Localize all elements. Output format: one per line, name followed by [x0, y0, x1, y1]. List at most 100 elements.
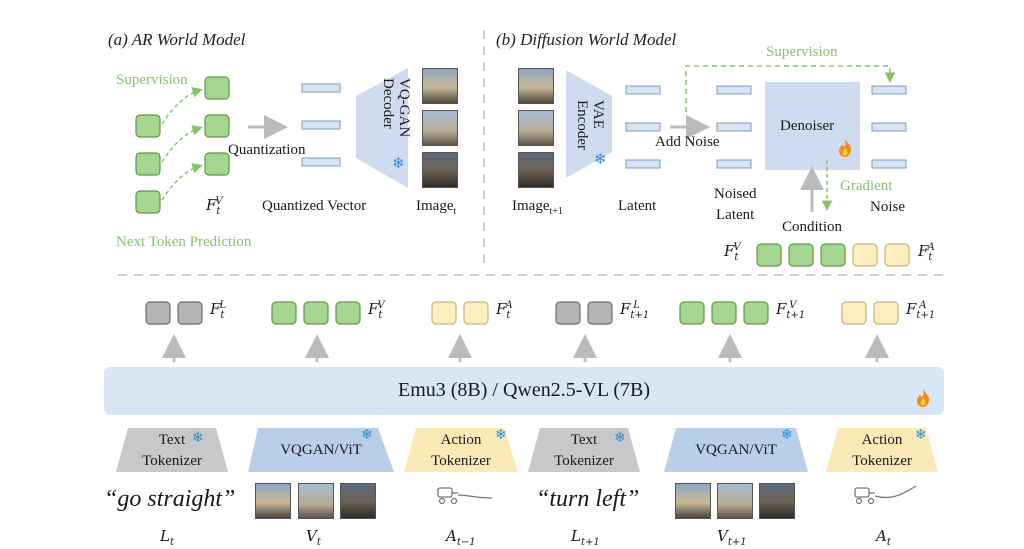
- feature-sub: t: [506, 310, 511, 321]
- diffusion-supervision-label: Supervision: [766, 44, 838, 60]
- feature-base: F: [918, 242, 929, 260]
- frame-v-t: [255, 483, 291, 519]
- token-square: [204, 152, 230, 176]
- quantization-label: Quantization: [228, 142, 306, 158]
- noise-label: Noise: [870, 199, 905, 215]
- frame-image-t: [422, 68, 458, 104]
- input-label-l-t1: Lt+1: [571, 527, 600, 548]
- vision-tokenizer-label: VQGAN/ViT: [248, 440, 394, 461]
- noised-latent-label-1: Noised: [714, 186, 757, 202]
- feature-sup: V: [733, 242, 741, 253]
- token-label-vision-t: FtV: [368, 300, 385, 321]
- feature-sup: A: [927, 242, 935, 253]
- vqgan-decoder-block: [356, 68, 408, 188]
- var-sub: t: [886, 537, 891, 548]
- tokenizer-line-1: Text: [158, 432, 186, 448]
- action-tokenizer-label: Action Tokenizer: [826, 430, 938, 472]
- frame-image-t1: [518, 152, 554, 188]
- feature-sup: L: [633, 300, 640, 311]
- frame-image-t: [422, 152, 458, 188]
- feature-sub: t+1: [630, 310, 650, 321]
- latent-bars: [625, 85, 661, 169]
- noised-latent-label-2: Latent: [716, 207, 755, 223]
- frame-v-t: [298, 483, 334, 519]
- diffusion-model-title: (b) Diffusion World Model: [496, 30, 677, 49]
- ar-feature-label: FtV: [206, 196, 223, 217]
- feature-sub: t: [220, 310, 225, 321]
- condition-feature-a: FtA: [918, 242, 935, 263]
- feature-base: F: [496, 300, 507, 318]
- condition-label: Condition: [782, 219, 843, 235]
- instruction-go-straight: “go straight”: [104, 486, 236, 512]
- frame-v-t1: [675, 483, 711, 519]
- tokenizer-blocks: [116, 428, 938, 472]
- vae-encoder-label: VAE Encoder: [574, 100, 606, 150]
- quantized-vector-label: Quantized Vector: [262, 198, 367, 214]
- instruction-turn-left: “turn left”: [536, 486, 640, 512]
- var-sub: t−1: [456, 537, 476, 548]
- var-base: V: [306, 527, 317, 545]
- feature-sup: V: [377, 300, 385, 311]
- frame-v-t: [340, 483, 376, 519]
- feature-sup: A: [505, 300, 513, 311]
- var-sub: t+1: [727, 537, 747, 548]
- input-label-v-t1: Vt+1: [717, 527, 747, 548]
- var-sub: t+1: [580, 537, 600, 548]
- supervision-arrow: [685, 65, 896, 112]
- frame-image-t1: [518, 68, 554, 104]
- var-base: A: [876, 527, 887, 545]
- token-square: [135, 114, 161, 138]
- snowflake-icon: ❄: [915, 428, 927, 443]
- tokenizer-line-2: Tokenizer: [554, 453, 614, 469]
- input-label-a-t: At: [876, 527, 891, 548]
- feature-sub: t: [378, 310, 383, 321]
- ar-model-title: (a) AR World Model: [108, 30, 246, 49]
- backbone-label: Emu3 (8B) / Qwen2.5-VL (7B): [398, 379, 650, 401]
- tokenizer-line-2: Tokenizer: [142, 453, 202, 469]
- snowflake-icon: ❄: [594, 152, 607, 168]
- feature-base: F: [906, 300, 917, 318]
- tokenizer-line-1: VQGAN/ViT: [280, 442, 362, 458]
- next-token-prediction-label: Next Token Prediction: [116, 234, 252, 250]
- add-noise-label: Add Noise: [655, 134, 720, 150]
- text-tokenizer-label: Text Tokenizer: [528, 430, 640, 472]
- gradient-label: Gradient: [840, 178, 893, 194]
- feature-sub: t: [928, 252, 933, 263]
- image-t1-sub: t+1: [549, 206, 563, 217]
- feature-base: F: [776, 300, 787, 318]
- image-t1-base: Image: [512, 198, 550, 214]
- fire-icon: [914, 388, 932, 413]
- quantized-vector-bars: [301, 83, 341, 167]
- feature-base: F: [620, 300, 631, 318]
- vqgan-decoder-label: VQ-GAN Decoder: [380, 78, 412, 138]
- steering-icon: [437, 487, 493, 505]
- vision-tokenizer-label: VQGAN/ViT: [664, 440, 808, 461]
- noised-latent-bars: [716, 85, 752, 169]
- token-label-text-t1: Ft+1L: [620, 300, 649, 321]
- var-sub: t: [169, 537, 174, 548]
- token-label-vision-t1: Ft+1V: [776, 300, 805, 321]
- ar-right-tokens: [204, 76, 230, 176]
- feature-sup: A: [919, 300, 927, 311]
- token-square: [204, 114, 230, 138]
- next-token-arrows: [161, 87, 203, 201]
- var-base: L: [571, 527, 581, 545]
- vae-encoder-block: [566, 70, 612, 178]
- tokenizer-line-2: Tokenizer: [431, 453, 491, 469]
- tokenizer-line-1: Action: [861, 432, 903, 448]
- text-tokenizer-label: Text Tokenizer: [116, 430, 228, 472]
- token-square: [204, 76, 230, 100]
- feature-sub: t: [216, 206, 221, 217]
- feature-base: F: [724, 242, 735, 260]
- feature-base: F: [210, 300, 221, 318]
- feature-sup: L: [219, 300, 227, 311]
- feature-sub: t+1: [916, 310, 936, 321]
- var-base: L: [160, 527, 170, 545]
- tokenizer-line-1: Text: [570, 432, 598, 448]
- var-base: A: [446, 527, 457, 545]
- feature-base: F: [368, 300, 379, 318]
- snowflake-icon: ❄: [495, 428, 507, 443]
- image-t-label: Imaget: [416, 198, 456, 217]
- ar-supervision-label: Supervision: [116, 72, 188, 88]
